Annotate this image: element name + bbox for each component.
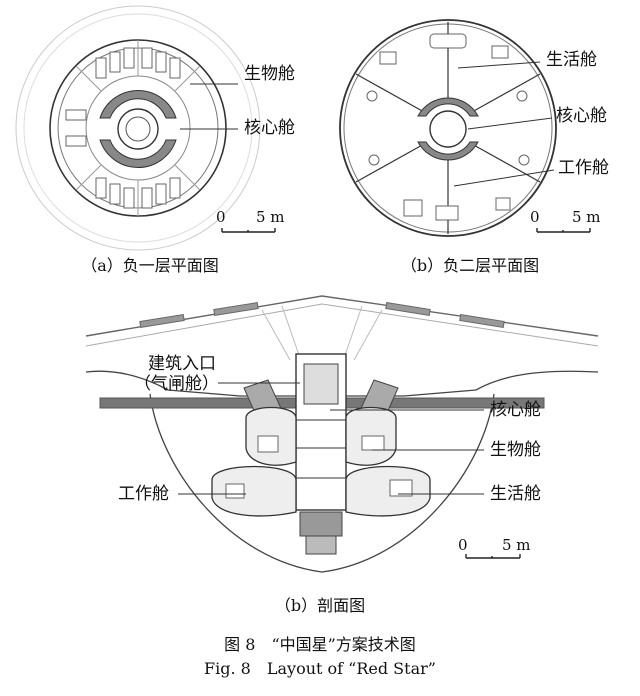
label-living-cabin-b: 生活舱 — [546, 50, 597, 70]
scale-bar-b — [536, 228, 591, 233]
label-core-cabin-a: 核心舱 — [244, 118, 295, 138]
label-airlock: （气闸舱） — [134, 374, 219, 394]
caption-panel-a: （a）负一层平面图 — [81, 256, 219, 275]
scale-bar-a — [221, 228, 276, 233]
scale-five-b: 5 m — [572, 208, 601, 226]
label-bio-cabin-section: 生物舱 — [490, 440, 541, 460]
scale-five-section: 5 m — [502, 536, 531, 554]
label-core-cabin-b: 核心舱 — [556, 106, 607, 126]
label-entrance: 建筑入口 — [148, 354, 216, 374]
label-living-cabin-section: 生活舱 — [490, 484, 541, 504]
scale-bar-section — [465, 554, 521, 559]
figure-caption-en: Fig. 8 Layout of “Red Star” — [204, 659, 436, 678]
figure-caption-cn: 图 8 “中国星”方案技术图 — [224, 635, 416, 654]
label-work-cabin-b: 工作舱 — [558, 158, 609, 178]
label-core-cabin-section: 核心舱 — [490, 400, 541, 420]
plan-b-drawing — [339, 19, 557, 237]
scale-zero-a: 0 — [216, 208, 226, 226]
label-work-cabin-section: 工作舱 — [118, 484, 169, 504]
section-drawing — [85, 295, 599, 573]
plan-a-drawing — [15, 5, 261, 251]
caption-section: （b）剖面图 — [274, 596, 366, 615]
label-bio-cabin-a: 生物舱 — [244, 64, 295, 84]
scale-zero-b: 0 — [530, 208, 540, 226]
scale-zero-section: 0 — [458, 536, 468, 554]
scale-five-a: 5 m — [256, 208, 285, 226]
caption-panel-b-plan: （b）负二层平面图 — [400, 256, 540, 275]
